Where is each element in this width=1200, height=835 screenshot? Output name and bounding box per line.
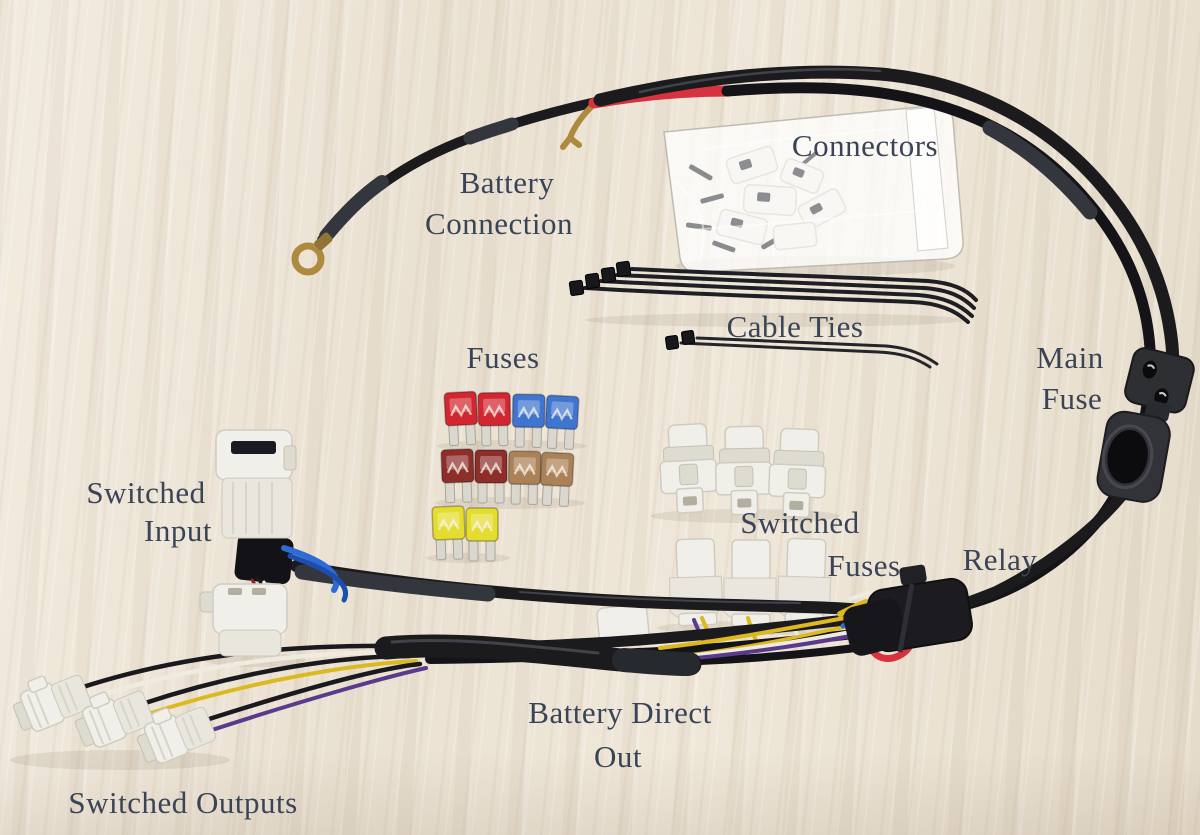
fuse-holder-capped xyxy=(714,425,773,516)
label-connectors: Connectors xyxy=(791,128,939,163)
label-main-fuse-line2: Fuse xyxy=(1041,381,1103,416)
input-connector-bottom xyxy=(199,583,288,657)
mini-fuse-dark-red xyxy=(474,449,508,504)
label-battery-direct-out-line1: Battery Direct xyxy=(528,695,712,730)
cable-tie-short xyxy=(695,336,939,366)
label-switched-fuses-line2: Fuses xyxy=(827,548,901,583)
fuse-holder xyxy=(723,539,777,627)
switched-fuse-holders-capped xyxy=(659,423,827,519)
label-switched-fuses-line1: Switched xyxy=(740,505,860,540)
fuse-holder-capped xyxy=(659,423,718,514)
taped-junction xyxy=(234,533,294,585)
mini-fuse-blue xyxy=(544,394,580,450)
cable-tie-long xyxy=(583,286,970,324)
label-cable-ties: Cable Ties xyxy=(726,309,864,344)
input-connector-top xyxy=(215,429,297,539)
output-connector xyxy=(74,690,155,748)
mini-fuse-tan xyxy=(539,451,575,507)
mini-fuse-yellow xyxy=(465,507,499,562)
mini-fuse-dark-red xyxy=(440,448,475,504)
switched-input-cable xyxy=(290,560,868,616)
outer-run xyxy=(593,65,1180,403)
main-fuse-holder xyxy=(1096,347,1195,503)
input-blue-wires xyxy=(281,545,349,603)
rubber-boot xyxy=(1096,410,1171,503)
spare-fuses xyxy=(431,390,580,562)
cable-tie-long xyxy=(599,279,974,318)
fork-terminal xyxy=(560,103,595,150)
ring-terminal-barrel xyxy=(314,232,333,251)
output-wires xyxy=(77,643,428,732)
label-relay: Relay xyxy=(962,542,1038,577)
fuse-holder-capped xyxy=(768,427,827,519)
label-battery-connection-line1: Battery xyxy=(459,165,555,200)
main-harness-loop xyxy=(593,65,1180,614)
relay xyxy=(837,564,973,662)
mini-fuse-yellow xyxy=(431,505,466,561)
connectors-bag xyxy=(663,105,964,273)
switched-output-pigtails xyxy=(12,643,428,764)
label-fuses: Fuses xyxy=(466,340,540,375)
ring-terminal xyxy=(291,242,325,276)
label-battery-direct-out-line2: Out xyxy=(594,739,642,774)
bag-crinkles xyxy=(671,127,931,259)
bag-fold xyxy=(905,106,949,252)
label-switched-outputs: Switched Outputs xyxy=(68,785,298,820)
cable-tie-short xyxy=(679,341,932,369)
relay-tab xyxy=(899,564,927,586)
mini-fuse-tan xyxy=(507,450,542,505)
mini-fuse-blue xyxy=(511,393,546,448)
label-battery-connection-line2: Connection xyxy=(425,206,573,241)
switched-input-connectors xyxy=(199,429,349,657)
cable-tie-long xyxy=(630,267,978,302)
label-main-fuse-line1: Main xyxy=(1036,340,1104,375)
output-connector xyxy=(12,674,93,732)
mini-fuse-red xyxy=(477,391,512,447)
label-switched-input-line1: Switched xyxy=(86,475,206,510)
cable-ties xyxy=(568,260,978,369)
label-switched-input-line2: Input xyxy=(144,513,212,548)
fuse-holder xyxy=(668,537,723,627)
output-connector xyxy=(136,706,217,764)
mini-fuse-red xyxy=(443,390,479,447)
cable-tie-long xyxy=(615,273,976,310)
